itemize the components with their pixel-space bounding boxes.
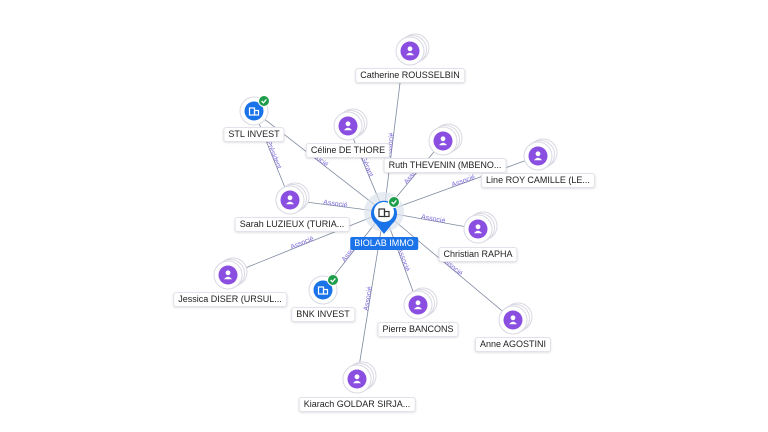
person-icon bbox=[406, 46, 414, 56]
person-icon bbox=[474, 224, 482, 234]
edge-label: Associé bbox=[396, 247, 411, 273]
edge-label: Président bbox=[265, 140, 283, 170]
person-node-celine[interactable] bbox=[333, 108, 368, 141]
edge-label: Associé bbox=[290, 236, 315, 252]
person-icon bbox=[414, 300, 422, 310]
nodes-layer bbox=[213, 33, 558, 394]
edge-label: Associé bbox=[451, 174, 477, 189]
node-label-christian[interactable]: Christian RAPHA bbox=[438, 247, 518, 262]
verified-check-icon bbox=[388, 196, 400, 208]
node-label-sarah[interactable]: Sarah LUZIEUX (TURIA... bbox=[234, 217, 350, 232]
edge-label: Gérant bbox=[359, 155, 374, 177]
edge-anne bbox=[383, 211, 514, 321]
node-label-bnk[interactable]: BNK INVEST bbox=[291, 307, 355, 322]
edge-label: Associé bbox=[420, 214, 445, 225]
node-label-line[interactable]: Line ROY CAMILLE (LE... bbox=[481, 173, 595, 188]
person-node-sarah[interactable] bbox=[275, 182, 310, 215]
building-icon bbox=[317, 286, 329, 295]
person-node-jessica[interactable] bbox=[213, 257, 248, 290]
person-icon bbox=[534, 151, 542, 161]
edge-line bbox=[383, 155, 539, 213]
node-label-pierre[interactable]: Pierre BANCONS bbox=[377, 322, 459, 337]
edge-label: Associé bbox=[323, 199, 348, 209]
person-icon bbox=[286, 195, 294, 205]
building-icon bbox=[378, 208, 390, 218]
person-node-christian[interactable] bbox=[463, 211, 498, 244]
person-node-kiarach[interactable] bbox=[342, 361, 377, 394]
company-node-bnk[interactable] bbox=[308, 274, 339, 305]
person-node-line[interactable] bbox=[523, 138, 558, 171]
node-label-kiarach[interactable]: Kiarach GOLDAR SIRJA... bbox=[298, 397, 416, 412]
verified-check-icon bbox=[327, 274, 339, 286]
building-icon bbox=[248, 107, 260, 116]
edge-jessica bbox=[227, 211, 385, 276]
edge-label: Associé bbox=[386, 132, 396, 157]
node-label-ruth[interactable]: Ruth THEVENIN (MBENO... bbox=[383, 158, 507, 173]
node-label-stl[interactable]: STL INVEST bbox=[223, 127, 285, 142]
node-label-catherine[interactable]: Catherine ROUSSELBIN bbox=[355, 68, 465, 83]
company-node-stl[interactable] bbox=[239, 95, 270, 126]
edge-catherine bbox=[383, 82, 401, 213]
node-label-anne[interactable]: Anne AGOSTINI bbox=[474, 337, 552, 352]
center-node[interactable] bbox=[364, 192, 404, 234]
person-icon bbox=[439, 136, 447, 146]
person-node-anne[interactable] bbox=[498, 302, 533, 335]
person-icon bbox=[353, 374, 361, 384]
person-node-catherine[interactable] bbox=[395, 33, 430, 66]
edge-label: Associé bbox=[363, 286, 374, 311]
verified-check-icon bbox=[258, 95, 270, 107]
center-node-label[interactable]: BIOLAB IMMO bbox=[350, 237, 418, 250]
person-icon bbox=[509, 315, 517, 325]
person-icon bbox=[344, 121, 352, 131]
person-node-pierre[interactable] bbox=[403, 287, 438, 320]
edge-stl-sarah bbox=[253, 110, 291, 201]
person-node-ruth[interactable] bbox=[428, 123, 463, 156]
node-label-jessica[interactable]: Jessica DISER (URSUL... bbox=[173, 292, 287, 307]
node-label-celine[interactable]: Céline DE THORE bbox=[305, 143, 391, 158]
person-icon bbox=[224, 270, 232, 280]
